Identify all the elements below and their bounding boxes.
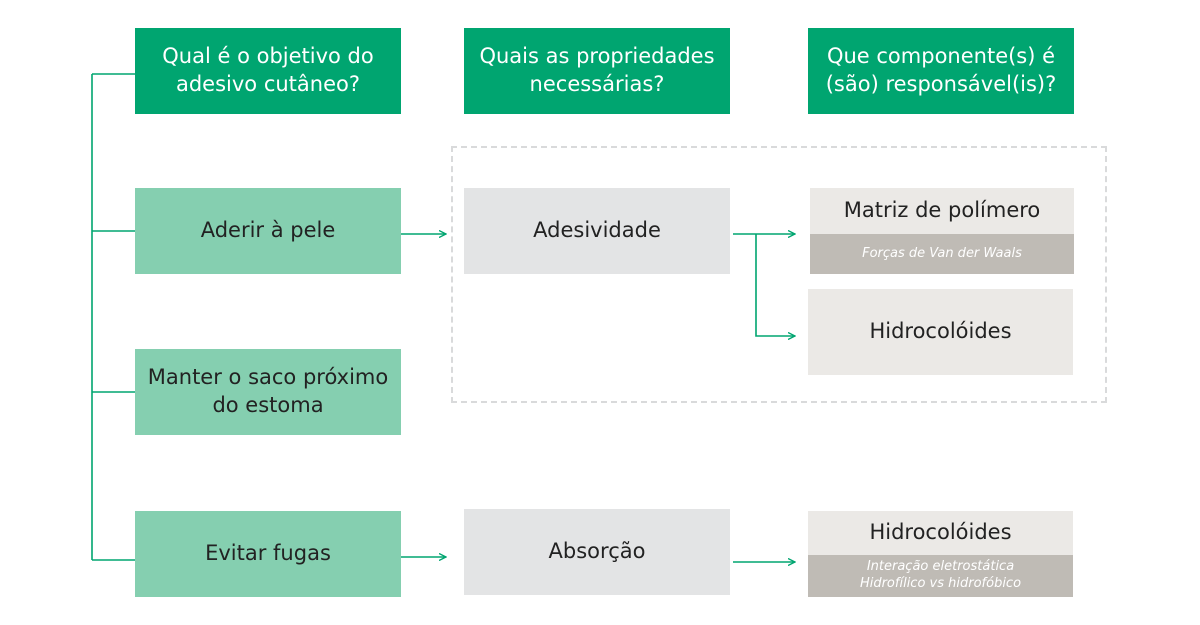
component-hydrocolloids-adhesion-title: Hidrocolóides	[869, 319, 1012, 344]
header-properties-line-1: Quais as propriedades	[479, 44, 715, 69]
component-hydrocolloids-absorption-sub-line-1: Interação eletrostática	[866, 559, 1015, 575]
header-objective-line-1: Qual é o objetivo do	[162, 44, 374, 69]
property-absorption-label: Absorção	[548, 539, 646, 564]
objective-adhere-to-skin: Aderir à pele	[135, 188, 401, 274]
header-components-line-2: (são) responsável(is)?	[825, 72, 1057, 96]
objective-keep-bag-close: Manter o saco próximo do estoma	[135, 349, 401, 435]
component-hydrocolloids-adhesion: Hidrocolóides	[808, 289, 1073, 375]
property-adhesiveness: Adesividade	[464, 188, 730, 274]
component-hydrocolloids-absorption: Hidrocolóides Interação eletrostática Hi…	[808, 511, 1073, 597]
header-properties-line-2: necessárias?	[529, 72, 665, 96]
header-properties: Quais as propriedades necessárias?	[464, 28, 730, 114]
objective-keep-line-1: Manter o saco próximo	[147, 365, 389, 390]
component-polymer-matrix-sub: Forças de Van der Waals	[810, 234, 1074, 274]
component-polymer-matrix-sub-line-1: Forças de Van der Waals	[862, 245, 1022, 261]
objective-keep-line-2: do estoma	[212, 393, 324, 417]
property-absorption: Absorção	[464, 509, 730, 595]
header-components-line-1: Que componente(s) é	[826, 44, 1056, 69]
component-polymer-matrix: Matriz de polímero Forças de Van der Waa…	[810, 188, 1074, 274]
objective-adhere-label: Aderir à pele	[200, 218, 336, 243]
branch-adhesiveness-to-hydrocolloids	[755, 234, 795, 336]
header-objective: Qual é o objetivo do adesivo cutâneo?	[135, 28, 401, 114]
component-hydrocolloids-absorption-sub-line-2: Hidrofílico vs hidrofóbico	[859, 576, 1022, 591]
header-components: Que componente(s) é (são) responsável(is…	[808, 28, 1074, 114]
objective-prevent-leaks: Evitar fugas	[135, 511, 401, 597]
property-adhesiveness-label: Adesividade	[533, 218, 661, 243]
component-hydrocolloids-absorption-sub: Interação eletrostática Hidrofílico vs h…	[808, 555, 1073, 597]
objective-prevent-label: Evitar fugas	[205, 541, 331, 566]
header-objective-line-2: adesivo cutâneo?	[175, 72, 361, 96]
component-polymer-matrix-title: Matriz de polímero	[843, 198, 1041, 222]
component-hydrocolloids-absorption-title: Hidrocolóides	[869, 520, 1012, 544]
adhesion-group-frame	[451, 146, 1107, 403]
